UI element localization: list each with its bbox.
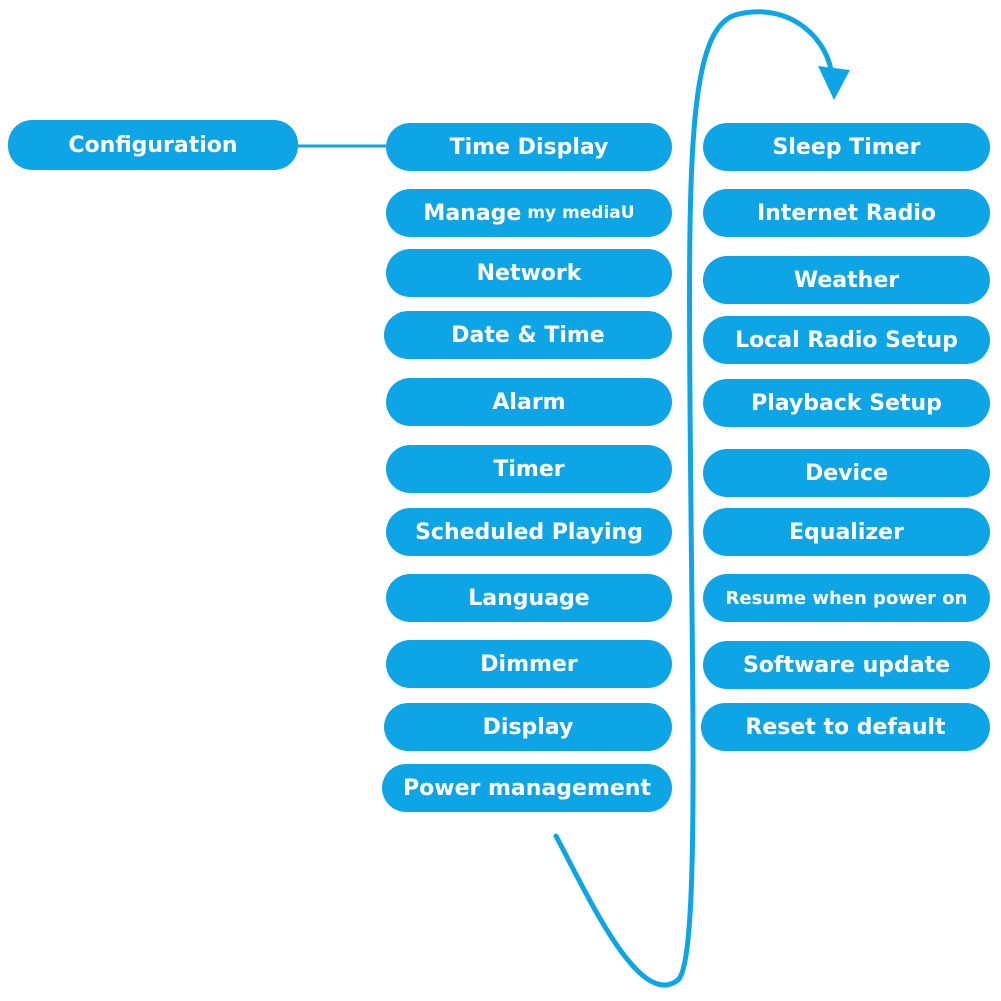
menu-item-time-display[interactable]: Time Display: [386, 123, 672, 171]
menu-item-label: Network: [476, 260, 582, 286]
menu-item-label: Date & Time: [451, 322, 605, 348]
menu-item-label: Weather: [793, 267, 900, 293]
menu-item-manage-my-mediau[interactable]: Manage my mediaU: [386, 189, 672, 237]
menu-item-label: Display: [482, 714, 574, 740]
menu-item-label: Dimmer: [480, 651, 578, 677]
menu-item-label: Alarm: [492, 389, 566, 415]
menu-item-resume-when-power-on[interactable]: Resume when power on: [703, 574, 990, 622]
menu-item-sleep-timer[interactable]: Sleep Timer: [703, 123, 990, 171]
menu-item-label: Power management: [403, 775, 651, 801]
menu-item-label: Timer: [493, 456, 565, 482]
menu-item-label: Language: [468, 585, 590, 611]
menu-item-label: Software update: [742, 652, 951, 678]
menu-item-dimmer[interactable]: Dimmer: [386, 640, 672, 688]
menu-item-software-update[interactable]: Software update: [703, 641, 990, 689]
menu-item-device[interactable]: Device: [703, 449, 990, 497]
menu-item-label: Sleep Timer: [772, 134, 921, 160]
menu-item-label: Internet Radio: [756, 200, 937, 226]
menu-item-playback-setup[interactable]: Playback Setup: [703, 379, 990, 427]
menu-item-date-time[interactable]: Date & Time: [384, 311, 672, 359]
menu-item-label-small: my mediaU: [527, 203, 635, 223]
menu-item-local-radio-setup[interactable]: Local Radio Setup: [703, 316, 990, 364]
menu-item-reset-to-default[interactable]: Reset to default: [701, 703, 990, 751]
menu-item-label: Device: [804, 460, 889, 486]
menu-item-language[interactable]: Language: [386, 574, 672, 622]
menu-item-internet-radio[interactable]: Internet Radio: [703, 189, 990, 237]
configuration-label: Configuration: [68, 132, 238, 158]
menu-item-equalizer[interactable]: Equalizer: [703, 508, 990, 556]
menu-item-label: Equalizer: [789, 519, 904, 545]
menu-item-power-management[interactable]: Power management: [382, 764, 672, 812]
menu-item-alarm[interactable]: Alarm: [386, 378, 672, 426]
menu-item-label: Playback Setup: [751, 390, 942, 416]
menu-item-label: Local Radio Setup: [735, 327, 958, 353]
menu-item-scheduled-playing[interactable]: Scheduled Playing: [386, 508, 672, 556]
menu-item-label: Manage: [423, 200, 522, 226]
menu-item-display[interactable]: Display: [384, 703, 672, 751]
arrow-head-icon: [818, 66, 850, 100]
menu-item-network[interactable]: Network: [386, 249, 672, 297]
menu-item-label: Resume when power on: [725, 587, 968, 609]
menu-item-weather[interactable]: Weather: [703, 256, 990, 304]
menu-item-label: Reset to default: [745, 714, 946, 740]
menu-item-label: Scheduled Playing: [415, 519, 643, 545]
configuration-node[interactable]: Configuration: [8, 120, 298, 170]
menu-item-timer[interactable]: Timer: [386, 445, 672, 493]
menu-item-label: Time Display: [449, 134, 609, 160]
